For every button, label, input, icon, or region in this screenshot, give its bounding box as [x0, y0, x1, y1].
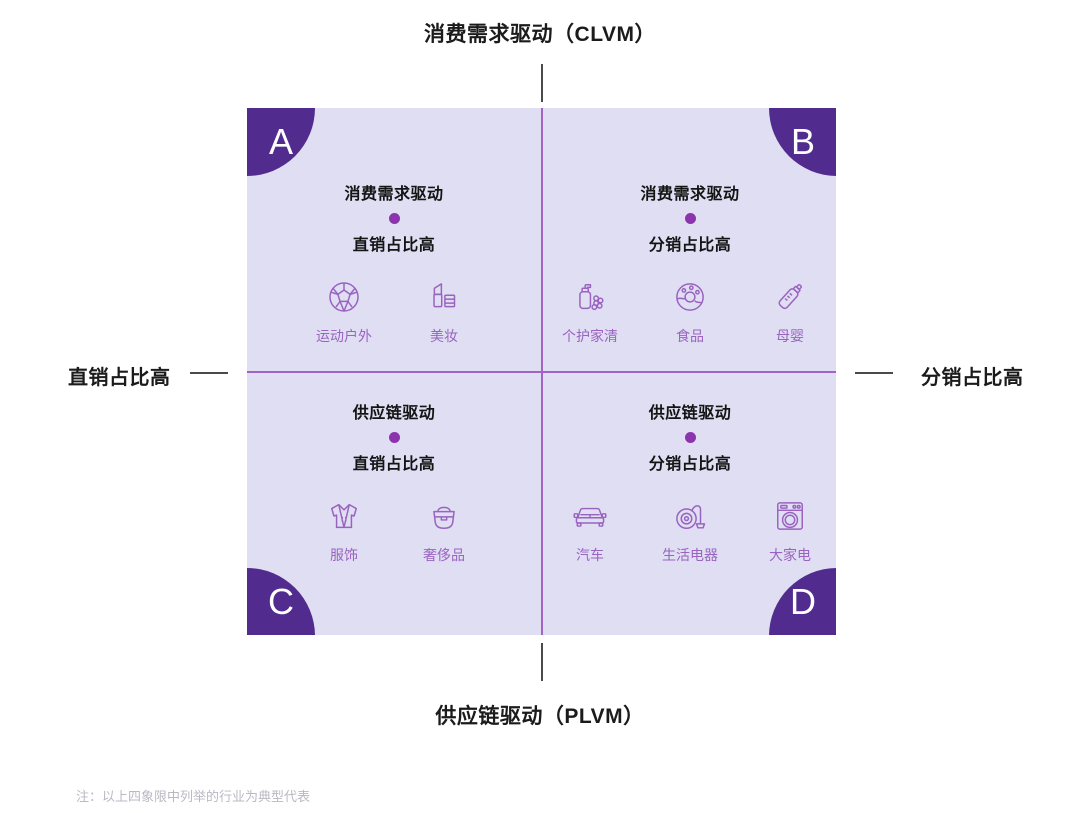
quadrant-a-icon-row: 运动户外 美妆 — [307, 275, 481, 346]
industry-item-personal-home-care[interactable]: 个护家清 — [553, 275, 627, 346]
axis-tick-left — [190, 372, 228, 374]
quadrant-d-subheading: 分销占比高 — [648, 456, 732, 473]
industry-item-food[interactable]: 食品 — [653, 275, 727, 346]
axis-label-bottom: 供应链驱动（PLVM） — [435, 705, 645, 728]
quadrant-b-subheading: 分销占比高 — [648, 237, 732, 254]
bullet-dot-icon — [684, 432, 696, 443]
axis-tick-right — [855, 372, 893, 374]
quadrant-badge-c: C — [247, 568, 315, 635]
quadrant-b-icon-row: 个护家清 食品 — [553, 275, 827, 346]
industry-label: 大家电 — [769, 547, 811, 563]
industry-item-large-appliances[interactable]: 大家电 — [753, 494, 827, 565]
axis-tick-top — [541, 64, 543, 102]
footnote: 注：以上四象限中列举的行业为典型代表 — [76, 789, 311, 804]
quadrant-c-icon-row: 服饰 奢侈品 — [307, 494, 481, 565]
quadrant-a-subheading: 直销占比高 — [352, 237, 436, 254]
axis-label-right: 分销占比高 — [921, 367, 1024, 389]
bullet-dot-icon — [388, 213, 400, 224]
soap-dispenser-icon — [568, 275, 612, 319]
quadrant-badge-a: A — [247, 108, 315, 176]
quadrant-badge-d: D — [769, 568, 836, 635]
donut-icon — [668, 275, 712, 319]
car-icon — [568, 494, 612, 538]
quadrant-badge-b: B — [769, 108, 836, 176]
quadrant-d-heading: 供应链驱动 — [648, 405, 732, 422]
industry-item-maternal-baby[interactable]: 母婴 — [753, 275, 827, 346]
axis-label-left: 直销占比高 — [68, 367, 171, 389]
quadrant-c-subheading: 直销占比高 — [352, 456, 436, 473]
industry-label: 个护家清 — [562, 328, 618, 344]
industry-label: 美妆 — [430, 328, 458, 344]
axis-tick-bottom — [541, 643, 543, 681]
quadrant-d[interactable]: 供应链驱动 分销占比高 汽车 — [543, 373, 836, 635]
quadrant-c[interactable]: 供应链驱动 直销占比高 服饰 — [247, 373, 541, 635]
jacket-icon — [322, 494, 366, 538]
industry-item-apparel[interactable]: 服饰 — [307, 494, 381, 565]
industry-label: 奢侈品 — [423, 547, 465, 563]
washing-machine-icon — [768, 494, 812, 538]
quadrant-a[interactable]: 消费需求驱动 直销占比高 — [247, 108, 541, 371]
vacuum-cleaner-icon — [668, 494, 712, 538]
quadrant-d-icon-row: 汽车 生活电器 — [553, 494, 827, 565]
industry-label: 食品 — [676, 328, 704, 344]
industry-item-beauty[interactable]: 美妆 — [407, 275, 481, 346]
quadrant-b-heading: 消费需求驱动 — [640, 186, 740, 203]
industry-label: 母婴 — [776, 328, 804, 344]
quadrant-c-heading: 供应链驱动 — [352, 405, 436, 422]
quadrant-b[interactable]: 消费需求驱动 分销占比高 个 — [543, 108, 836, 371]
industry-item-sports-outdoor[interactable]: 运动户外 — [307, 275, 381, 346]
quadrant-matrix: 消费需求驱动 直销占比高 — [247, 108, 836, 635]
industry-label: 服饰 — [330, 547, 358, 563]
bullet-dot-icon — [388, 432, 400, 443]
baby-bottle-icon — [768, 275, 812, 319]
matrix-divider-horizontal — [247, 371, 836, 373]
industry-label: 生活电器 — [662, 547, 718, 563]
industry-item-luxury[interactable]: 奢侈品 — [407, 494, 481, 565]
bullet-dot-icon — [684, 213, 696, 224]
industry-item-automotive[interactable]: 汽车 — [553, 494, 627, 565]
industry-label: 运动户外 — [316, 328, 372, 344]
soccer-ball-icon — [322, 275, 366, 319]
axis-label-top: 消费需求驱动（CLVM） — [424, 23, 656, 46]
lipstick-icon — [422, 275, 466, 319]
industry-item-home-appliances[interactable]: 生活电器 — [653, 494, 727, 565]
quadrant-a-heading: 消费需求驱动 — [344, 186, 444, 203]
handbag-icon — [422, 494, 466, 538]
industry-label: 汽车 — [576, 547, 604, 563]
